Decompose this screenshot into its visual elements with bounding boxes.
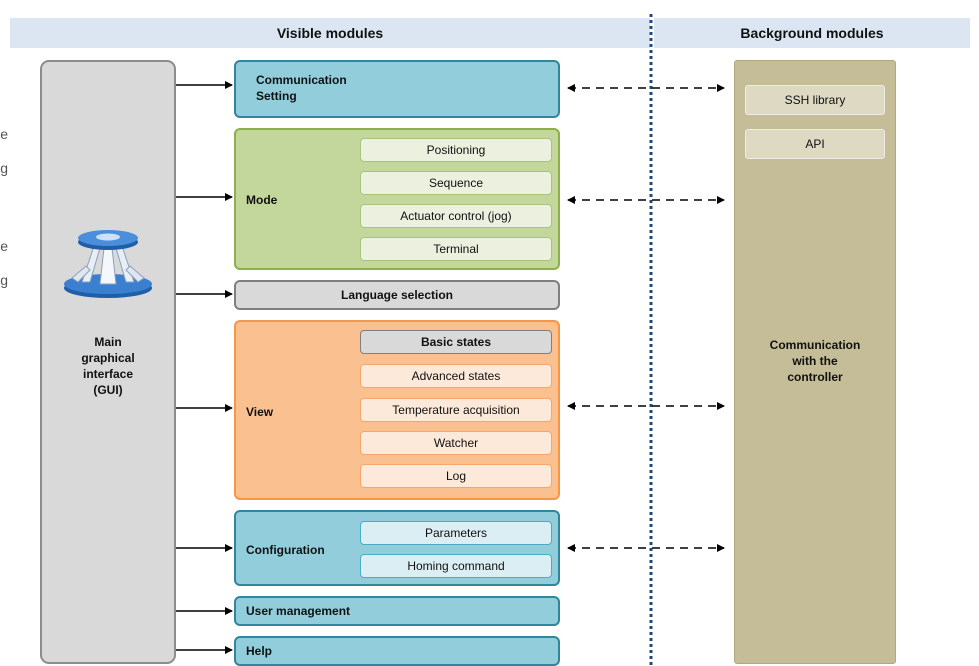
view-item-log: Log [360,464,552,488]
background-modules-column: SSH library API Communication with the c… [734,60,896,664]
configuration-item-homing-command: Homing command [360,554,552,578]
user-management-label: User management [246,604,351,618]
mode-module: Mode Positioning Sequence Actuator contr… [234,128,560,270]
communication-with-controller-label: Communication with the controller [769,338,861,384]
configuration-module: Configuration Parameters Homing command [234,510,560,586]
mode-item-terminal: Terminal [360,237,552,261]
api-box: API [745,129,885,159]
configuration-label: Configuration [246,543,325,557]
mode-item-positioning: Positioning [360,138,552,162]
ssh-library-box: SSH library [745,85,885,115]
view-module: View Basic states Advanced states Temper… [234,320,560,500]
cut-text-2: g [0,160,8,176]
configuration-item-parameters: Parameters [360,521,552,545]
view-item-temperature-acquisition: Temperature acquisition [360,398,552,422]
background-modules-header: Background modules [654,18,970,48]
help-module: Help [234,636,560,666]
user-management-module: User management [234,596,560,626]
mode-item-actuator-control: Actuator control (jog) [360,204,552,228]
communication-setting-label: Communication Setting [256,73,347,103]
view-label: View [246,405,274,419]
communication-setting-module: Communication Setting [234,60,560,118]
main-gui-panel: Main graphical interface (GUI) [40,60,176,664]
mode-item-sequence: Sequence [360,171,552,195]
hexapod-robot-icon [64,230,152,298]
cut-text-4: g [0,272,8,288]
language-selection-module: Language selection [234,280,560,310]
help-label: Help [246,644,273,658]
cut-text-3: e [0,238,8,254]
mode-label: Mode [246,193,278,207]
view-item-advanced-states: Advanced states [360,364,552,388]
gui-label: Main graphical interface (GUI) [81,335,135,397]
cut-text-1: e [0,126,8,142]
language-selection-label: Language selection [340,288,454,302]
visible-modules-header: Visible modules [10,18,650,48]
view-item-basic-states: Basic states [360,330,552,354]
view-item-watcher: Watcher [360,431,552,455]
